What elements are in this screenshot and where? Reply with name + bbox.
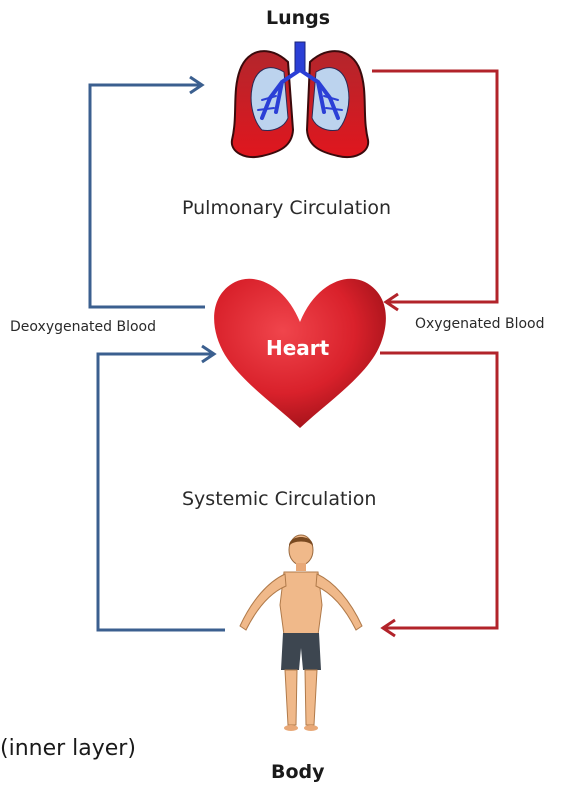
- body-label: Body: [271, 761, 325, 783]
- deoxygenated-arrow-to-lungs: [90, 77, 205, 307]
- lungs-label: Lungs: [266, 7, 330, 29]
- heart-label: Heart: [266, 336, 329, 360]
- deoxygenated-blood-label: Deoxygenated Blood: [10, 319, 156, 335]
- lungs-illustration: [232, 42, 368, 157]
- caption-fragment: (inner layer): [0, 736, 136, 761]
- oxygenated-blood-label: Oxygenated Blood: [415, 316, 545, 332]
- oxygenated-arrow-to-body: [380, 353, 497, 636]
- pulmonary-circulation-label: Pulmonary Circulation: [182, 197, 391, 219]
- body-figure: [240, 535, 362, 731]
- oxygenated-arrow-to-heart: [372, 71, 497, 310]
- systemic-circulation-label: Systemic Circulation: [182, 488, 376, 510]
